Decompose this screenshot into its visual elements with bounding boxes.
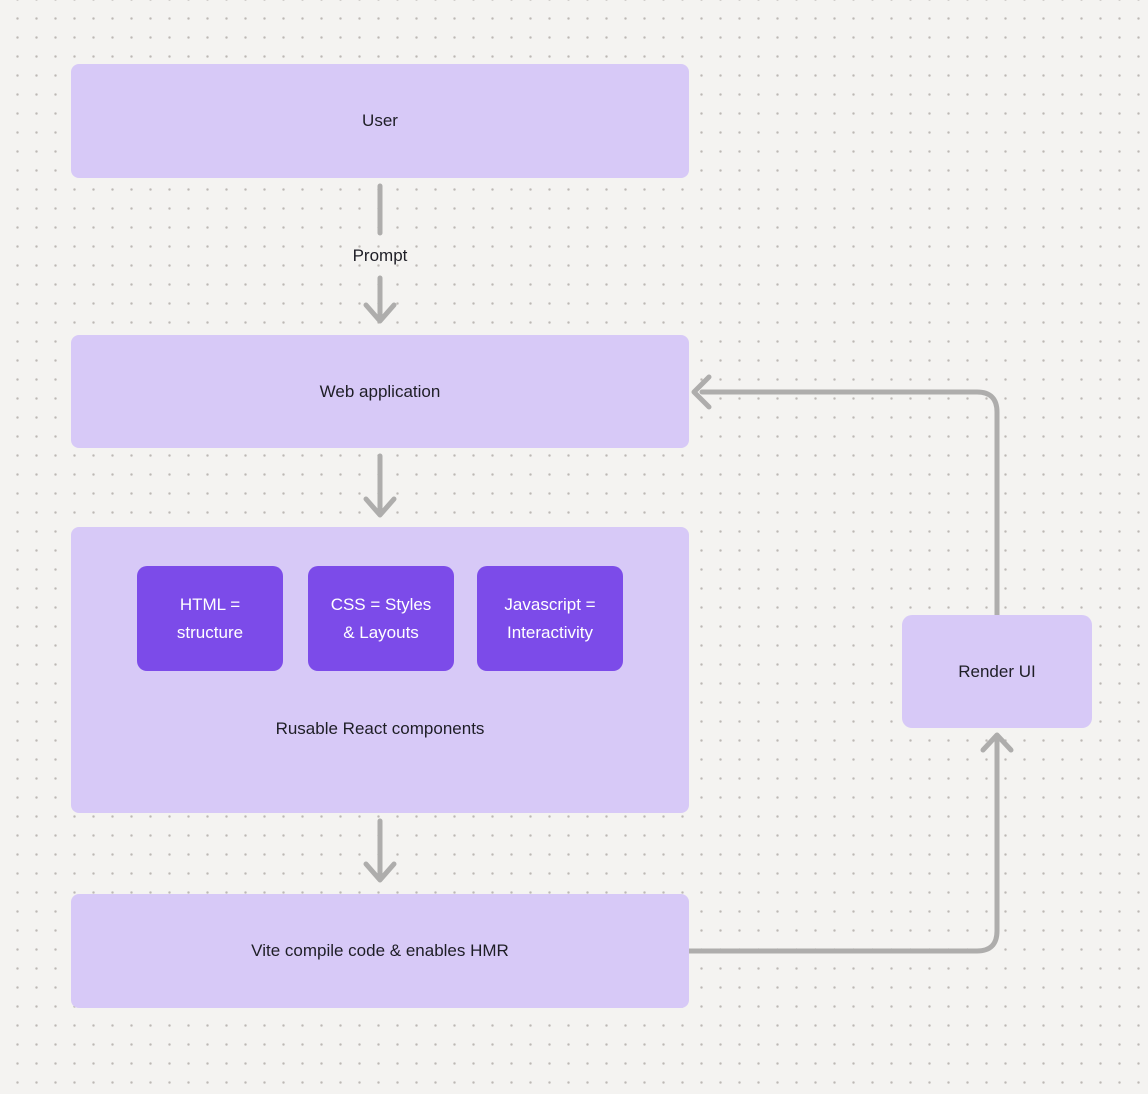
group-components-caption: Rusable React components <box>275 719 485 738</box>
sub-node-css[interactable]: CSS = Styles & Layouts <box>308 566 454 671</box>
sub-node-javascript[interactable]: Javascript = Interactivity <box>477 566 623 671</box>
sub-node-html-line1: HTML = <box>179 594 241 614</box>
edge-renderui-to-webapp <box>699 389 1000 618</box>
arrowhead-renderui-to-webapp <box>691 374 712 410</box>
sub-node-html[interactable]: HTML = structure <box>137 566 283 671</box>
sub-node-css-line1: CSS = Styles <box>330 594 432 614</box>
sub-node-css-line2: & Layouts <box>343 622 419 642</box>
node-vite[interactable]: Vite compile code & enables HMR <box>71 894 689 1008</box>
node-render-ui-label: Render UI <box>958 661 1036 681</box>
sub-node-javascript-line2: Interactivity <box>507 622 593 642</box>
edge-label-prompt: Prompt <box>352 246 408 265</box>
sub-node-html-line2: structure <box>176 622 244 642</box>
node-vite-label: Vite compile code & enables HMR <box>251 941 509 960</box>
arrowhead-vite-to-renderui <box>980 732 1014 753</box>
node-web-application[interactable]: Web application <box>71 335 689 448</box>
node-web-application-label: Web application <box>319 381 441 401</box>
sub-node-javascript-line1: Javascript = <box>504 594 596 614</box>
group-react-components[interactable]: HTML = structure CSS = Styles & Layouts … <box>71 527 689 813</box>
arrowhead-components-to-vite <box>363 861 397 883</box>
node-user[interactable]: User <box>71 64 689 178</box>
edge-vite-to-renderui <box>686 738 1000 954</box>
arrowhead-webapp-to-components <box>363 496 397 518</box>
node-render-ui[interactable]: Render UI <box>902 615 1092 728</box>
arrowhead-user-to-webapp <box>363 302 397 324</box>
node-user-label: User <box>362 111 398 130</box>
